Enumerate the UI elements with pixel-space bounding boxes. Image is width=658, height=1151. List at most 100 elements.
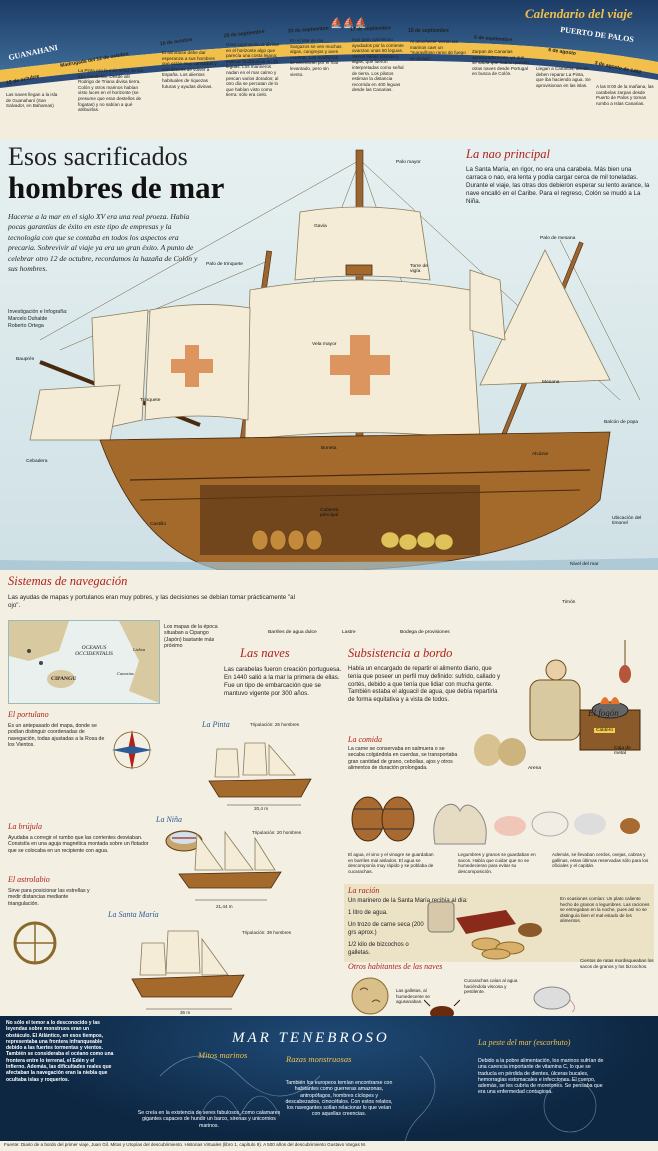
label-timon: Timón — [562, 600, 576, 605]
page-title-line1: Esos sacrificados — [8, 142, 188, 171]
galletas-text: Las galletas, al humedecerse se agusanab… — [396, 988, 430, 1005]
mitos-title: Mitos marinos — [198, 1050, 248, 1060]
peste-title: La peste del mar (escorbuto) — [478, 1038, 571, 1047]
legumbres-text: Legumbres y granos se guardaban en sacos… — [458, 852, 536, 874]
ratas-text: Cientos de ratas mordisqueaban los sacos… — [580, 958, 654, 969]
santa-maria-small-illustration — [131, 930, 245, 1010]
label-cebadera: Cebadera — [26, 459, 48, 464]
grain-sacks-illustration — [433, 803, 487, 845]
nao-title: La nao principal — [466, 147, 551, 161]
calendar-entry: Las naves llegan a la isla de Guanahaní … — [6, 92, 58, 109]
map-label-lisboa: Lisboa — [133, 647, 146, 652]
calendar-entry: Llegan a Canarias, donde deben reparar L… — [536, 66, 591, 88]
barrels-illustration — [351, 796, 415, 842]
label-boneta: Boneta — [321, 446, 337, 451]
map-caption: Los mapas de la época situaban a Cipango… — [164, 624, 218, 649]
razas-text: También los europeos temían encontrarse … — [285, 1080, 393, 1118]
tenebroso-left-text: No sólo el temor a lo desconocido y las … — [6, 1020, 114, 1083]
subsistencia-text: Había un encargado de repartir el alimen… — [348, 666, 501, 704]
biscuit-worms-illustration — [351, 977, 389, 1015]
author-name: Roberto Ortega — [8, 323, 44, 329]
calendar-date: 15 de septiembre — [408, 28, 449, 34]
author-name: Marcelo Duhalde — [8, 316, 48, 322]
calendar-band: Calendario del viaje PUERTO DE PALOS GUA… — [0, 0, 658, 150]
calendar-entry: Zarpan de Canarias apresuradamente, ya q… — [472, 49, 529, 77]
label-palo-trinquete: Palo de trinquete — [206, 262, 243, 267]
label-gavia: Gavia — [314, 224, 327, 229]
cook-illustration — [529, 640, 641, 751]
label-mesana: Mesana — [542, 380, 560, 385]
calendar-entry: En el Mar de los Sargazos se ven muchas … — [290, 38, 342, 77]
nina-illustration — [178, 830, 282, 901]
ration-food-illustration — [427, 901, 542, 960]
ship-length: 20,4 m — [254, 806, 269, 811]
portulano-title: El portulano — [8, 710, 49, 719]
label-cubierta: Cubierta principal — [320, 508, 339, 518]
calendar-entry: El almirante debe dar esperanza a sus ho… — [162, 50, 217, 89]
naves-text: Las carabelas fueron creación portuguesa… — [224, 666, 342, 697]
label-barriles: Barriles de agua dulce — [268, 630, 317, 635]
map-label-oceanus: OCEANUS OCCIDENTALIS — [75, 645, 113, 657]
intro-text: Hacerse a la mar en el siglo XV era una … — [8, 212, 198, 274]
animals-illustration — [494, 811, 640, 837]
compass-bowl-icon — [165, 830, 203, 852]
portulano-text: Es un antepasado del mapa, donde se podí… — [8, 723, 105, 748]
animales-text: Además, se llevaban cerdos, ovejas, cabr… — [552, 852, 649, 869]
calendar-ship-icon: ⛵⛵⛵ — [330, 18, 368, 29]
racion-item: 1 litro de agua. — [348, 910, 388, 916]
old-map: OCEANUS OCCIDENTALIS CIPANGU Canarias Li… — [8, 620, 160, 704]
racion-item: 1/2 kilo de bizcochos o galletas. — [348, 942, 409, 956]
ship-length: 21,44 m — [216, 904, 233, 909]
santa-maria-illustration — [0, 149, 658, 570]
mitos-text: Se creía en la existencia de seres fabul… — [137, 1110, 281, 1129]
calendar-entry: Hay gran optimismo; ayudados por la corr… — [352, 37, 404, 93]
food-sacks-illustration — [474, 734, 526, 766]
astrolabio-title: El astrolabio — [8, 875, 50, 884]
navegacion-title: Sistemas de navegación — [8, 574, 128, 588]
footer-source: Fuente: Diario de a bordo del primer via… — [4, 1142, 367, 1147]
map-drawing — [9, 621, 159, 703]
calendar-background — [0, 0, 658, 150]
racion-intro: Un marinero de la Santa María recibía al… — [348, 898, 468, 904]
label-castillo: Castillo — [150, 522, 167, 527]
racion-item: Un trozo de carne seca (200 grs aprox.) — [348, 922, 424, 936]
ship-crew: Tripulación: 25 hombres — [250, 722, 300, 727]
ship-length: 36 m — [180, 1010, 191, 1015]
label-baupres: Bauprés — [16, 357, 35, 362]
label-palo-mesana: Palo de mesana — [540, 236, 576, 241]
ship-name: La Santa María — [108, 910, 159, 919]
arena-label: Arena — [528, 766, 542, 771]
label-ubicacion: Ubicación del timonel — [612, 516, 642, 526]
comida-title: La comida — [348, 735, 382, 744]
naves-title: Las naves — [240, 646, 290, 660]
astrolabe-icon — [13, 921, 57, 965]
agua-text: El agua, el vino y el vinagre se guardab… — [348, 852, 434, 874]
calendar-entry: La Pinta era la más veloz de las tres ca… — [78, 68, 144, 113]
comida-text: La carne se conservaba en salmuera o se … — [348, 746, 458, 771]
credits-label: Investigación e Infografía: — [8, 309, 68, 315]
label-lastre: Lastre — [342, 630, 356, 635]
brujula-title: La brújula — [8, 822, 43, 831]
calendar-entry: Gran conmoción al divisar en el horizont… — [226, 42, 280, 98]
map-label-canarias: Canarias — [117, 671, 134, 676]
calendar-title: Calendario del viaje — [525, 6, 633, 21]
fogon-label: El fogón — [588, 708, 619, 718]
razas-title: Razas monstruosas — [286, 1054, 352, 1064]
brujula-text: Ayudaba a corregir el rumbo que las corr… — [8, 835, 149, 854]
label-palo-mayor: Palo mayor — [396, 160, 421, 165]
subsistencia-title: Subsistencia a bordo — [348, 646, 453, 660]
map-label-cipangu: CIPANGU — [51, 676, 77, 682]
label-balcon: Balcón de popa — [604, 420, 638, 425]
navegacion-text: Las ayudas de mapas y portulanos eran mu… — [8, 594, 295, 609]
mar-tenebroso-title: MAR TENEBROSO — [232, 1030, 390, 1046]
mar-tenebroso-art — [159, 1055, 597, 1141]
rat-icon — [533, 986, 576, 1013]
label-vela-mayor: Vela mayor — [312, 342, 337, 347]
racion-side-text: En ocasiones comían: Un plato caliente h… — [560, 896, 650, 924]
compass-rose-icon — [112, 730, 152, 770]
calendar-entry: Al anochecer vieron los marinos caer un … — [410, 39, 466, 61]
ship-crew: Tripulación: 20 hombres — [252, 830, 302, 835]
ship-name: La Pinta — [202, 720, 230, 729]
label-nivel: Nivel del mar — [570, 562, 599, 567]
racion-title: La ración — [348, 886, 380, 895]
